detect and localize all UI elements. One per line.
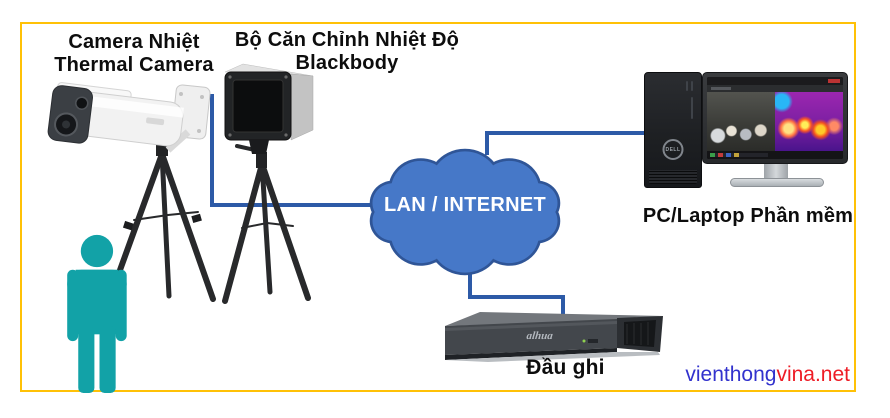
visible-camera-pane: [707, 92, 775, 151]
thermal-camera-label-line2: Thermal Camera: [54, 54, 214, 76]
cloud-shape: [369, 148, 561, 276]
app-taskbar: [707, 151, 843, 159]
blackbody-icon: [222, 63, 314, 304]
dell-logo: DELL: [662, 139, 684, 160]
thermal-camera-label: Camera Nhiệt Thermal Camera: [24, 31, 244, 77]
video-panes: [707, 92, 843, 151]
taskbar-chips: [710, 153, 768, 157]
close-chip: [828, 79, 840, 83]
monitor-base: [730, 178, 824, 187]
blackbody-tripod: [222, 144, 311, 304]
app-titlebar: [707, 77, 843, 85]
camera-body: [47, 82, 184, 147]
thermal-camera-icon: [47, 82, 216, 309]
watermark-link: vienthongvina.net: [630, 363, 850, 387]
monitor-icon: [702, 72, 850, 190]
monitor-bezel: [702, 72, 848, 164]
watermark-part1: vienthong: [685, 363, 777, 386]
toolbar-chip: [711, 87, 731, 90]
app-toolbar: [707, 85, 843, 92]
pc-label: PC/Laptop Phần mềm: [642, 205, 854, 227]
monitor-stand: [764, 164, 788, 179]
monitor-screen: [707, 77, 843, 159]
recorder-label: Đầu ghi: [526, 356, 605, 379]
dahua-logo: alhua: [526, 330, 554, 342]
person-shape: [67, 234, 127, 393]
thermal-camera-pane: [775, 92, 843, 151]
tower-vent: [691, 81, 693, 91]
tower-grille: [649, 170, 697, 184]
nvr-body: [445, 312, 663, 362]
blackbody-body: [224, 63, 314, 154]
tower-vent: [686, 81, 688, 91]
lan-internet-cloud-icon: [369, 148, 561, 276]
watermark-part2: vina.net: [776, 363, 850, 386]
person-icon: [67, 234, 127, 393]
recorder-icon: alhua: [445, 312, 663, 362]
blackbody-label-line1: Bộ Căn Chỉnh Nhiệt Độ: [234, 29, 460, 51]
blackbody-label-line2: Blackbody: [295, 52, 399, 74]
diagram-frame: [20, 22, 856, 392]
thermal-camera-label-line1: Camera Nhiệt: [68, 31, 200, 53]
pc-tower-icon: DELL: [644, 72, 702, 188]
cloud-label: LAN / INTERNET: [384, 193, 546, 216]
line-cloud-to-recorder: [468, 258, 565, 316]
line-cloud-to-pc: [485, 131, 646, 155]
tower-vent: [691, 97, 693, 119]
blackbody-label: Bộ Căn Chỉnh Nhiệt Độ Blackbody: [216, 29, 478, 75]
